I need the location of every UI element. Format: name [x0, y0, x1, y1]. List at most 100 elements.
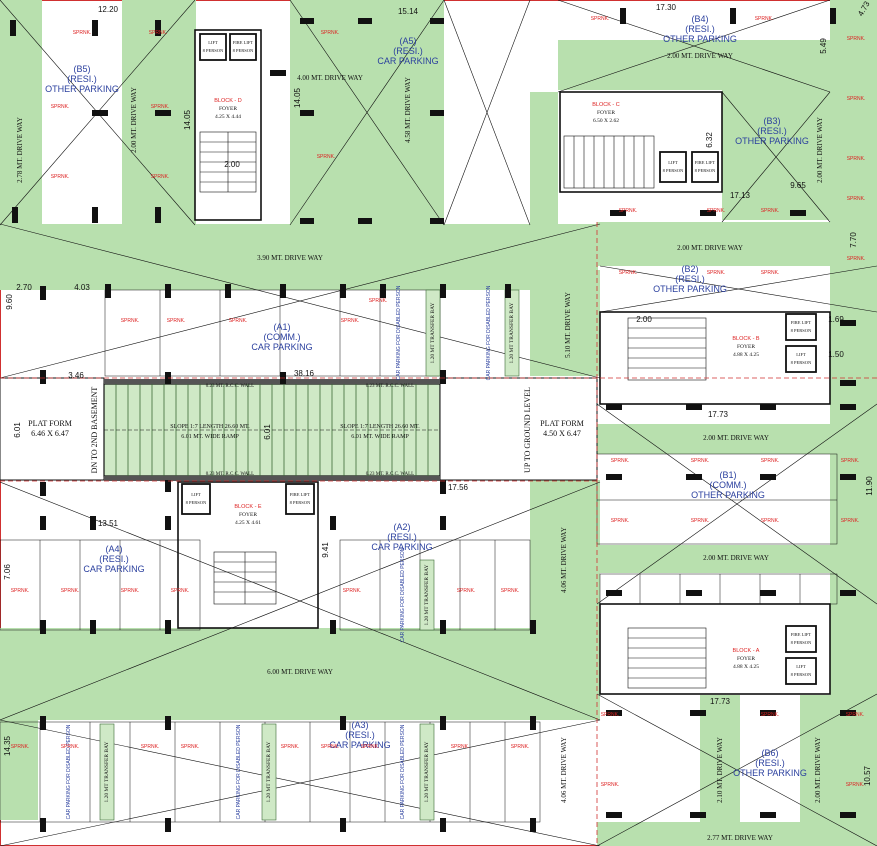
svg-text:8 PERSON: 8 PERSON [186, 500, 207, 505]
svg-text:SPRNK.: SPRNK. [761, 270, 780, 276]
svg-text:14.05: 14.05 [293, 87, 302, 108]
svg-text:SPRNK.: SPRNK. [846, 712, 865, 718]
svg-text:8 PERSON: 8 PERSON [791, 672, 812, 677]
svg-text:2.00 MT. DRIVE WAY: 2.00 MT. DRIVE WAY [816, 117, 824, 183]
svg-text:15.14: 15.14 [398, 7, 419, 16]
svg-text:SPRNK.: SPRNK. [841, 518, 860, 524]
svg-text:SPRNK.: SPRNK. [11, 744, 30, 750]
svg-text:7.06: 7.06 [3, 564, 12, 580]
ramp [0, 377, 598, 481]
svg-text:FOYER: FOYER [737, 656, 755, 662]
disabled-labels: CAR PARKING FOR DISABLED PERSON CAR PARK… [66, 285, 492, 819]
svg-text:6.01 MT. WIDE RAMP: 6.01 MT. WIDE RAMP [181, 434, 239, 440]
svg-text:1.20 MT TRANSFER BAY: 1.20 MT TRANSFER BAY [424, 741, 430, 802]
svg-text:6.01: 6.01 [13, 422, 22, 438]
staircases [199, 131, 707, 689]
svg-text:CAR PARKING FOR DISABLED PERSO: CAR PARKING FOR DISABLED PERSON [486, 285, 492, 380]
svg-text:14.05: 14.05 [183, 109, 192, 130]
svg-text:9.60: 9.60 [5, 294, 14, 310]
ramp-labels: SLOPE 1:7 LENGTH 26.60 MT. 6.01 MT. WIDE… [28, 384, 584, 477]
svg-text:SPRNK.: SPRNK. [361, 744, 380, 750]
svg-text:SPRNK.: SPRNK. [707, 270, 726, 276]
svg-text:SPRNK.: SPRNK. [451, 744, 470, 750]
svg-text:17.73: 17.73 [710, 697, 731, 706]
svg-text:SPRNK.: SPRNK. [167, 318, 186, 324]
svg-text:8 PERSON: 8 PERSON [695, 168, 716, 173]
driveway-labels: 3.90 MT. DRIVE WAY 6.00 MT. DRIVE WAY 4.… [16, 52, 824, 842]
svg-text:SPRNK.: SPRNK. [847, 256, 866, 262]
svg-text:2.77 MT. DRIVE WAY: 2.77 MT. DRIVE WAY [707, 834, 773, 842]
svg-text:FOYER: FOYER [239, 512, 257, 518]
svg-text:LIFT: LIFT [208, 40, 218, 45]
svg-text:(B2)(RESI.)OTHER PARKING: (B2)(RESI.)OTHER PARKING [653, 264, 727, 294]
zone-labels: (B5)(RESI.)OTHER PARKING (A5)(RESI.)CAR … [45, 14, 809, 778]
svg-text:12.20: 12.20 [98, 5, 119, 14]
svg-text:10.57: 10.57 [863, 765, 872, 786]
svg-text:SPRNK.: SPRNK. [611, 518, 630, 524]
svg-text:2.78 MT. DRIVE WAY: 2.78 MT. DRIVE WAY [16, 117, 24, 183]
svg-text:SPRNK.: SPRNK. [121, 318, 140, 324]
svg-text:LIFT: LIFT [796, 664, 806, 669]
svg-text:FOYER: FOYER [219, 106, 237, 112]
svg-text:BLOCK - E: BLOCK - E [234, 504, 262, 510]
svg-text:0.23 MT. R.C.C. WALL: 0.23 MT. R.C.C. WALL [366, 384, 414, 389]
svg-text:SPRNK.: SPRNK. [761, 458, 780, 464]
svg-text:CAR PARKING FOR DISABLED PERSO: CAR PARKING FOR DISABLED PERSON [236, 724, 242, 819]
svg-text:8 PERSON: 8 PERSON [663, 168, 684, 173]
svg-text:SPRNK.: SPRNK. [61, 588, 80, 594]
svg-text:CAR PARKING FOR DISABLED PERSO: CAR PARKING FOR DISABLED PERSON [396, 285, 402, 380]
svg-text:SPRNK.: SPRNK. [601, 712, 620, 718]
svg-text:SPRNK.: SPRNK. [341, 318, 360, 324]
svg-text:2.00 MT. DRIVE WAY: 2.00 MT. DRIVE WAY [667, 52, 733, 60]
svg-text:BLOCK - D: BLOCK - D [214, 98, 242, 104]
svg-text:SPRNK.: SPRNK. [761, 208, 780, 214]
svg-text:17.73: 17.73 [708, 410, 729, 419]
svg-text:BLOCK - A: BLOCK - A [733, 648, 760, 654]
svg-text:2.00 MT. DRIVE WAY: 2.00 MT. DRIVE WAY [130, 87, 138, 153]
svg-text:FOYER: FOYER [597, 110, 615, 116]
svg-text:(A2)(RESI.)CAR PARKING: (A2)(RESI.)CAR PARKING [371, 522, 432, 552]
svg-text:SPRNK.: SPRNK. [321, 744, 340, 750]
svg-text:8 PERSON: 8 PERSON [791, 640, 812, 645]
svg-text:1.20 MT TRANSFER BAY: 1.20 MT TRANSFER BAY [430, 302, 436, 363]
svg-text:5.10 MT. DRIVE WAY: 5.10 MT. DRIVE WAY [564, 292, 572, 358]
svg-text:1.20 MT TRANSFER BAY: 1.20 MT TRANSFER BAY [266, 741, 272, 802]
svg-text:SPRNK.: SPRNK. [847, 36, 866, 42]
svg-text:SPRNK.: SPRNK. [511, 744, 530, 750]
svg-text:SPRNK.: SPRNK. [691, 458, 710, 464]
svg-text:SPRNK.: SPRNK. [501, 588, 520, 594]
svg-text:SPRNK.: SPRNK. [847, 96, 866, 102]
svg-text:SPRNK.: SPRNK. [601, 782, 620, 788]
svg-text:SLOPE 1:7 LENGTH 26.60 MT.: SLOPE 1:7 LENGTH 26.60 MT. [170, 424, 250, 430]
svg-text:1.20 MT TRANSFER BAY: 1.20 MT TRANSFER BAY [104, 741, 110, 802]
svg-text:SPRNK.: SPRNK. [369, 298, 388, 304]
svg-text:14.35: 14.35 [3, 735, 12, 756]
svg-text:2.00 MT. DRIVE WAY: 2.00 MT. DRIVE WAY [703, 554, 769, 562]
svg-text:SPRNK.: SPRNK. [141, 744, 160, 750]
sprinkler-labels: SPRNK. SPRNK. SPRNK. SPRNK. SPRNK. SPRNK. S… [11, 16, 866, 788]
svg-text:BLOCK - C: BLOCK - C [592, 102, 620, 108]
svg-text:17.13: 17.13 [730, 191, 751, 200]
boundary-lines [0, 222, 877, 846]
svg-text:(A5)(RESI.)CAR PARKING: (A5)(RESI.)CAR PARKING [377, 36, 438, 66]
svg-text:FIRE LIFT: FIRE LIFT [791, 320, 812, 325]
svg-text:(B5)(RESI.)OTHER PARKING: (B5)(RESI.)OTHER PARKING [45, 64, 119, 94]
lift-boxes [181, 33, 817, 685]
svg-text:9.41: 9.41 [321, 542, 330, 558]
svg-text:4.06 MT. DRIVE WAY: 4.06 MT. DRIVE WAY [560, 737, 568, 803]
svg-text:6.46 X 6.47: 6.46 X 6.47 [31, 429, 69, 438]
svg-text:SPRNK.: SPRNK. [847, 196, 866, 202]
svg-text:SPRNK.: SPRNK. [73, 30, 92, 36]
svg-text:SPRNK.: SPRNK. [707, 208, 726, 214]
svg-text:4.00 MT. DRIVE WAY: 4.00 MT. DRIVE WAY [297, 74, 363, 82]
svg-text:LIFT: LIFT [668, 160, 678, 165]
transfer-bay-strips [99, 289, 520, 821]
svg-text:3.46: 3.46 [68, 371, 84, 380]
svg-text:SPRNK.: SPRNK. [847, 156, 866, 162]
svg-text:CAR PARKING FOR DISABLED PERSO: CAR PARKING FOR DISABLED PERSON [66, 724, 72, 819]
svg-text:SPRNK.: SPRNK. [457, 588, 476, 594]
svg-text:SPRNK.: SPRNK. [61, 744, 80, 750]
transfer-bay-labels: 1.20 MT TRANSFER BAY 1.20 MT TRANSFER BA… [104, 302, 515, 802]
svg-text:1.50: 1.50 [828, 350, 844, 359]
